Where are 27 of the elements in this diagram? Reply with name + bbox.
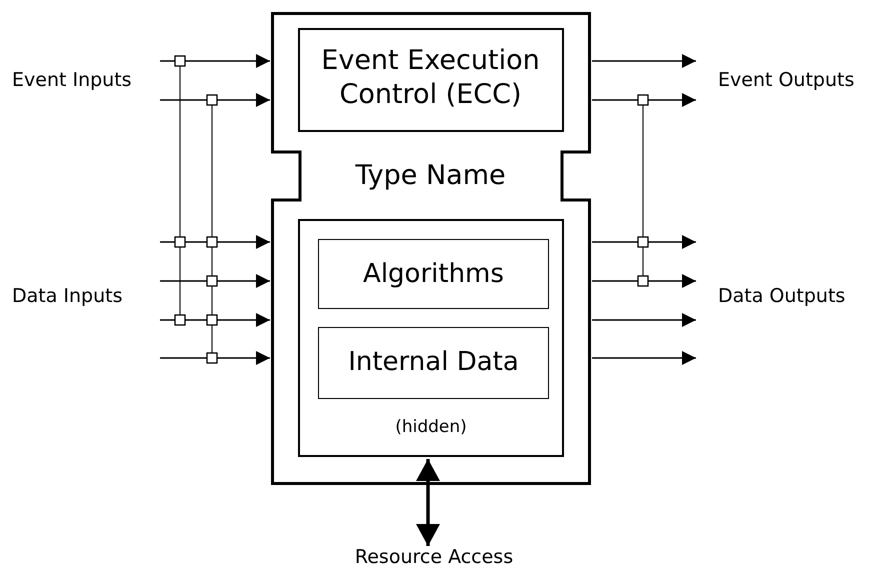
box-title: Event Execution Control (ECC): [320, 44, 541, 112]
box-title: Internal Data: [347, 346, 520, 378]
arrow: [592, 54, 696, 68]
arrow: [416, 459, 440, 546]
arrow: [160, 93, 270, 107]
block-title: Type Name: [354, 159, 507, 193]
arrow: [592, 235, 696, 249]
arrow: [592, 93, 696, 107]
arrow: [592, 274, 696, 288]
internal-data-box: [318, 327, 549, 399]
algorithms-box: [318, 239, 549, 309]
port-group-label: Event Outputs: [718, 69, 854, 91]
arrow: [592, 351, 696, 365]
arrow: [160, 274, 270, 288]
port-group-label: Data Outputs: [718, 285, 846, 307]
resource-label: Resource Access: [314, 546, 554, 571]
box-title: Algorithms: [362, 258, 505, 290]
port-group-label: Data Inputs: [12, 285, 123, 307]
arrow: [160, 235, 270, 249]
arrow: [160, 54, 270, 68]
arrow: [160, 313, 270, 327]
port-group-label: Event Inputs: [12, 69, 132, 91]
internals-box: [298, 219, 564, 457]
arrow: [160, 351, 270, 365]
ecc-box: [298, 28, 564, 132]
box-caption: (hidden): [394, 417, 468, 438]
arrow: [592, 313, 696, 327]
